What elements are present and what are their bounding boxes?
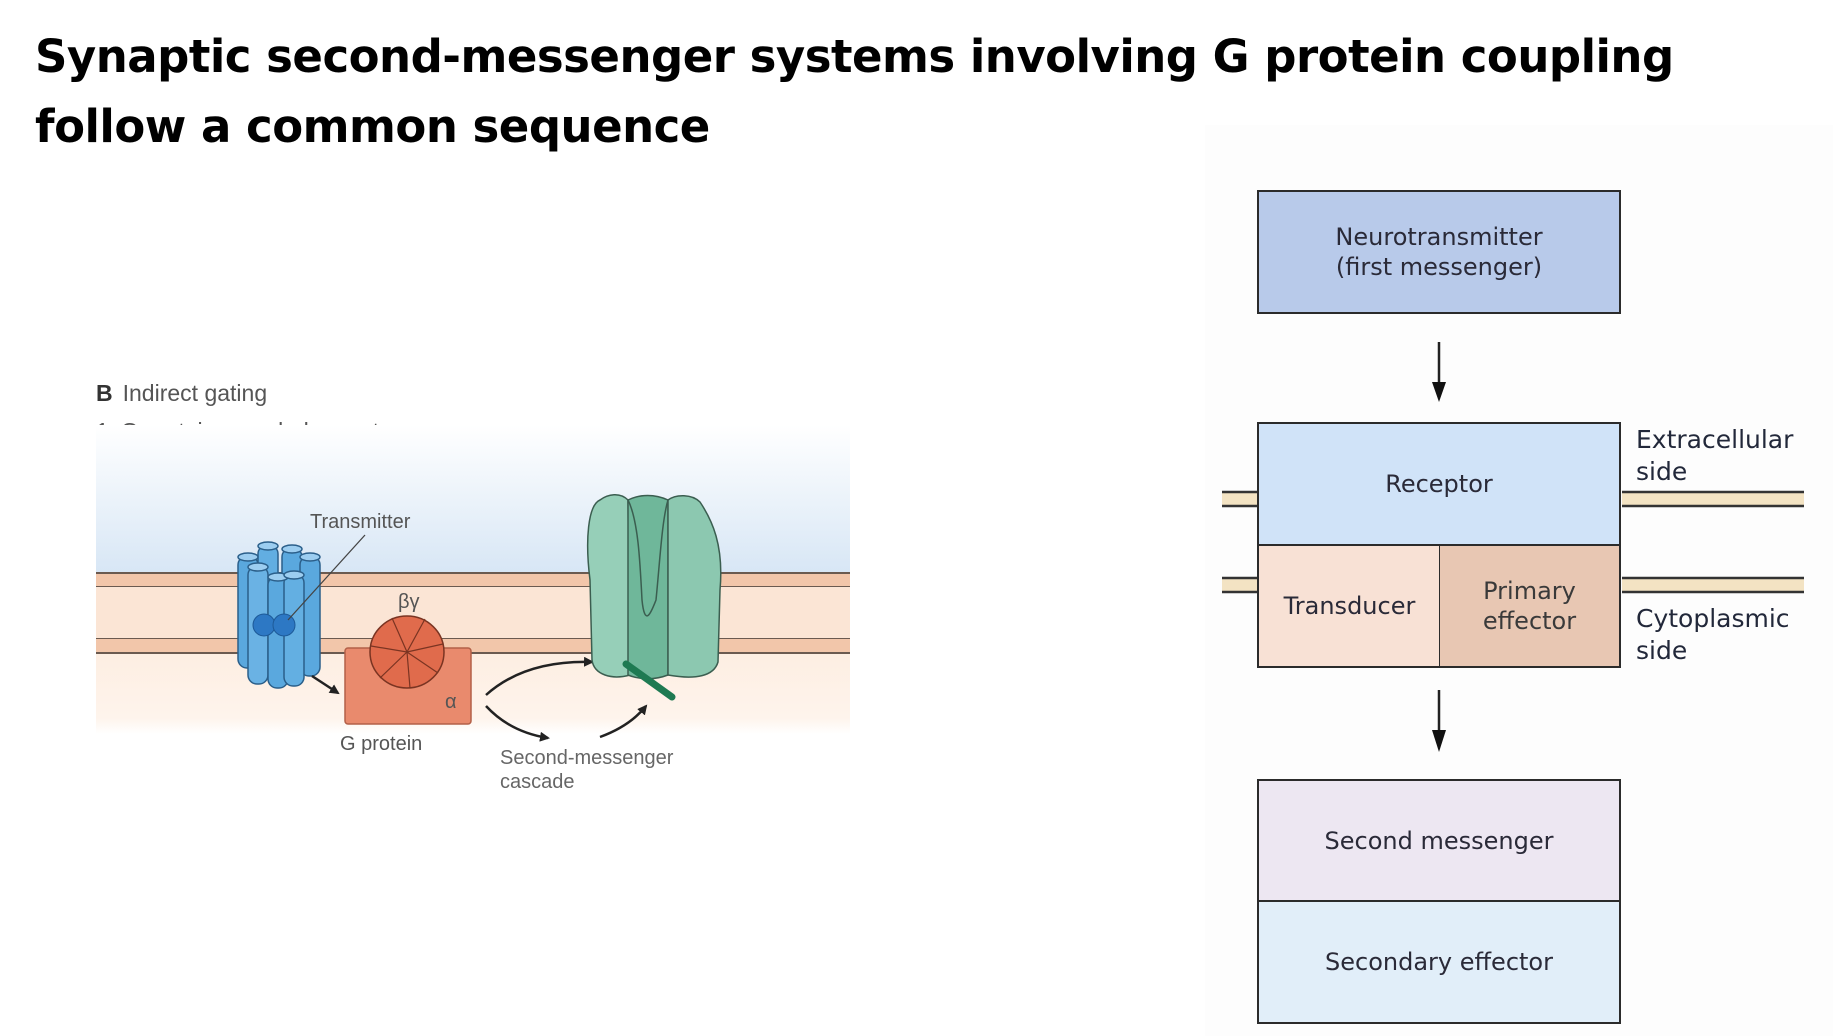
transducer-label: Transducer <box>1283 592 1416 620</box>
arrow-effector-to-second-messenger <box>1432 690 1446 752</box>
second-messenger-label: Second messenger <box>1324 826 1554 855</box>
first-messenger-label: (first messenger) <box>1335 253 1543 281</box>
transducer-box: Transducer <box>1257 544 1441 668</box>
transmitter-label: Transmitter <box>310 511 411 533</box>
second-messenger-box: Second messenger <box>1257 779 1621 902</box>
transmitter-molecule <box>252 613 296 637</box>
receptor-box: Receptor <box>1257 422 1621 546</box>
arrow-gprotein-to-channel <box>485 656 594 696</box>
cytoplasmic-label-line1: Cytoplasmic <box>1636 604 1790 633</box>
slide-title: Synaptic second-messenger systems involv… <box>35 30 1674 153</box>
arrow-cascade-to-channel <box>599 704 648 739</box>
cytoplasmic-side-label: Cytoplasmic side <box>1636 603 1790 667</box>
beta-gamma-label: βγ <box>398 591 420 613</box>
primary-effector-box: Primary effector <box>1439 544 1621 668</box>
cascade-label-line2: cascade <box>500 771 575 793</box>
inner-membrane-line <box>1222 576 1804 594</box>
gpcr-illustration: Transmitter βγ α G protein Second-messen… <box>96 425 850 793</box>
primary-effector-label-line2: effector <box>1482 607 1577 635</box>
panel-title: Indirect gating <box>122 380 268 406</box>
ion-channel <box>586 494 722 680</box>
transmitter-leader-line <box>287 534 366 621</box>
receptor-label: Receptor <box>1385 470 1493 498</box>
g-protein-beta-gamma-subunit <box>369 615 445 689</box>
cascade-label-line1: Second-messenger <box>500 747 674 769</box>
extracellular-side-label: Extracellular side <box>1636 424 1793 488</box>
panel-letter: B <box>96 380 113 406</box>
cytoplasmic-label-line2: side <box>1636 636 1688 665</box>
extracellular-label-line2: side <box>1636 457 1688 486</box>
cytoplasm <box>96 654 850 734</box>
secondary-effector-box: Secondary effector <box>1257 900 1621 1024</box>
primary-effector-label-line1: Primary <box>1483 577 1576 605</box>
extracellular-label-line1: Extracellular <box>1636 425 1794 454</box>
arrow-neurotransmitter-to-receptor <box>1432 342 1446 402</box>
alpha-label: α <box>445 691 457 713</box>
extracellular-space <box>96 425 850 575</box>
secondary-effector-label: Secondary effector <box>1325 948 1553 976</box>
arrow-gprotein-to-cascade <box>485 705 550 742</box>
neurotransmitter-box: Neurotransmitter (first messenger) <box>1257 190 1621 314</box>
g-protein-label: G protein <box>340 733 422 755</box>
neurotransmitter-label: Neurotransmitter <box>1335 223 1543 251</box>
channel-gate <box>622 660 676 701</box>
outer-membrane-line <box>1222 490 1804 508</box>
panel-heading: B Indirect gating <box>96 380 267 407</box>
arrow-receptor-to-gprotein <box>311 674 340 695</box>
